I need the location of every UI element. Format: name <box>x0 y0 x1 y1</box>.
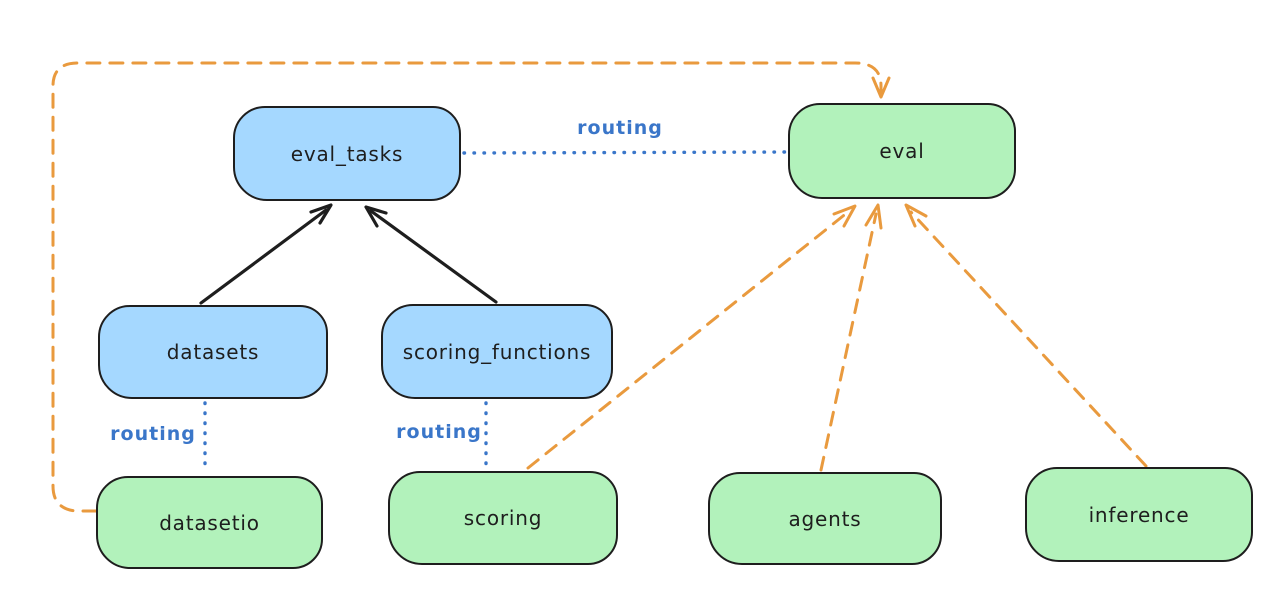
edge-label-routing-datasets-datasetio: routing <box>110 423 196 445</box>
edge-label-routing-scoring-functions-scoring: routing <box>396 421 482 443</box>
edge-inference-to-eval <box>904 203 1148 468</box>
node-datasets: datasets <box>98 305 328 399</box>
edge-agents-to-eval <box>819 203 883 472</box>
node-scoring-label: scoring <box>463 506 543 530</box>
node-agents: agents <box>708 472 942 565</box>
node-datasetio: datasetio <box>96 476 323 569</box>
node-scoring-functions: scoring_functions <box>381 304 613 399</box>
node-inference-label: inference <box>1088 502 1190 527</box>
node-eval-tasks-label: eval_tasks <box>290 141 404 166</box>
node-agents-label: agents <box>788 506 862 531</box>
edge-datasets-to-eval-tasks <box>199 203 333 305</box>
node-inference: inference <box>1025 467 1253 562</box>
node-datasetio-label: datasetio <box>159 510 260 535</box>
node-scoring-functions-label: scoring_functions <box>402 339 592 364</box>
node-eval: eval <box>788 103 1016 199</box>
node-eval-tasks: eval_tasks <box>233 106 461 201</box>
node-datasets-label: datasets <box>166 340 260 364</box>
edge-datasetio-to-eval <box>51 61 891 513</box>
edge-label-routing-eval-tasks-eval: routing <box>577 117 663 139</box>
edge-eval-tasks-to-eval-routing <box>462 150 787 155</box>
node-eval-label: eval <box>879 139 925 163</box>
edge-scoring-to-eval <box>526 204 857 470</box>
node-scoring: scoring <box>388 471 618 565</box>
edge-scoring-functions-to-eval-tasks <box>364 205 498 304</box>
